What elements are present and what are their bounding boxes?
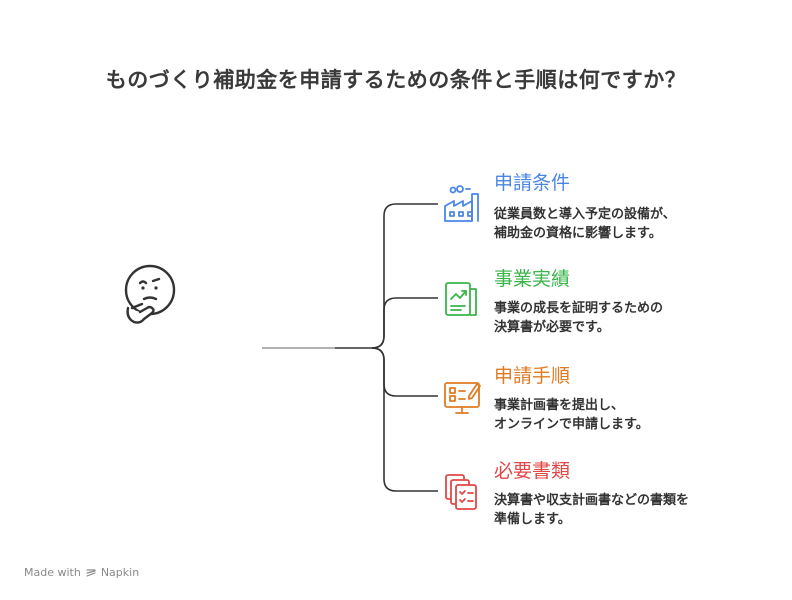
item-desc-line: 決算書や収支計画書などの書類を	[494, 493, 690, 508]
item-desc-line: 事業の成長を証明するための	[494, 301, 664, 316]
item-title-application-conditions: 申請条件	[494, 172, 571, 194]
growth-report-icon	[445, 282, 477, 316]
item-title-application-procedure: 申請手順	[494, 365, 571, 387]
item-desc-line: 事業計画書を提出し、	[494, 398, 625, 413]
page-title: ものづくり補助金を申請するための条件と手順は何ですか？	[105, 68, 687, 92]
documents-icon	[445, 474, 477, 510]
online-application-icon	[444, 382, 481, 414]
footer-made-with: Made with	[24, 566, 81, 579]
thinking-face-icon	[124, 264, 176, 324]
footer-brand: Napkin	[100, 566, 140, 579]
factory-icon	[444, 185, 479, 222]
item-desc-line: 補助金の資格に影響します。	[494, 226, 662, 241]
item-desc-application-conditions: 従業員数と導入予定の設備が、 補助金の資格に影響します。	[494, 205, 676, 243]
item-title-required-documents: 必要書類	[494, 460, 571, 482]
item-desc-line: 準備します。	[494, 512, 571, 527]
item-desc-line: オンラインで申請します。	[494, 417, 649, 432]
item-desc-business-record: 事業の成長を証明するための 決算書が必要です。	[494, 299, 663, 337]
napkin-logo-icon	[86, 568, 96, 577]
item-title-business-record: 事業実績	[494, 268, 571, 290]
item-desc-required-documents: 決算書や収支計画書などの書類を 準備します。	[494, 491, 689, 529]
item-desc-line: 決算書が必要です。	[494, 320, 610, 335]
item-desc-application-procedure: 事業計画書を提出し、 オンラインで申請します。	[494, 396, 649, 434]
footer-branding: Made with Napkin	[24, 566, 139, 579]
item-desc-line: 従業員数と導入予定の設備が、	[494, 207, 676, 222]
